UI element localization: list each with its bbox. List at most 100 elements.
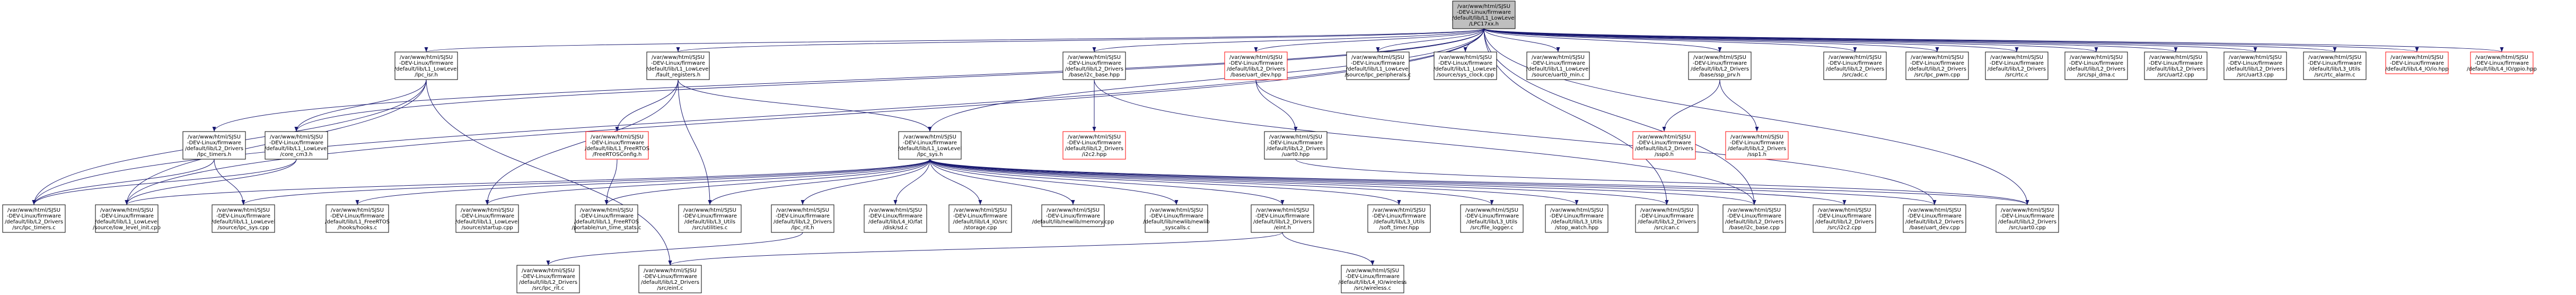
node-label-line: /default/lib/L4_IO/io.hpp [2385, 66, 2448, 72]
node-i2c2_hpp[interactable]: /var/www/html/SJSU-DEV-Linux/firmware/de… [1062, 131, 1126, 160]
edge-lpc_sys_h-to-file_logger_c [929, 159, 1492, 205]
node-label-line: -DEV-Linux/firmware [1531, 60, 1585, 66]
node-box [948, 204, 1012, 233]
node-fault_registers_h[interactable]: /var/www/html/SJSU-DEV-Linux/firmware/de… [646, 51, 710, 80]
node-box [516, 265, 580, 293]
node-lpc_timers_h[interactable]: /var/www/html/SJSU-DEV-Linux/firmware/de… [182, 131, 246, 160]
node-box [326, 204, 389, 233]
node-newlib_syscalls_c[interactable]: /var/www/html/SJSU-DEV-Linux/firmware/de… [1143, 204, 1210, 233]
node-label-line: -DEV-Linux/firmware [399, 60, 453, 66]
node-run_time_stats_c[interactable]: /var/www/html/SJSU-DEV-Linux/firmware/de… [572, 204, 641, 233]
node-rtc_alarm_c[interactable]: /var/www/html/SJSU-DEV-Linux/firmware/de… [2303, 51, 2367, 80]
node-label-line: /default/lib/L2_Drivers [1815, 219, 1874, 225]
node-eint_h[interactable]: /var/www/html/SJSU-DEV-Linux/firmware/de… [1251, 204, 1314, 233]
node-uart0_hpp[interactable]: /var/www/html/SJSU-DEV-Linux/firmware/de… [1264, 131, 1327, 160]
node-label-line: /default/lib/newlib/memory.cpp [1032, 219, 1114, 225]
node-label-line: /var/www/html/SJSU [580, 207, 633, 213]
edge-root-to-lpc_peripherals_c [1377, 28, 1484, 53]
node-lpc_isr_h[interactable]: /var/www/html/SJSU-DEV-Linux/firmware/de… [394, 51, 458, 80]
node-label-line: /src/uart3.cpp [2237, 72, 2274, 78]
edge-root-to-lpc_pwm_cpp [1483, 28, 1938, 53]
node-storage_cpp[interactable]: /var/www/html/SJSU-DEV-Linux/firmware/de… [948, 204, 1012, 233]
node-l4_i2dev_h[interactable]: /var/www/html/SJSU-DEV-Linux/firmware/de… [2385, 51, 2449, 74]
node-label-line: /lpc_isr.h [415, 72, 438, 78]
node-label-line: -DEV-Linux/firmware [216, 213, 270, 219]
node-label-line: /default/lib/L1_FreeRTOS [325, 219, 390, 225]
node-soft_timer_hpp[interactable]: /var/www/html/SJSU-DEV-Linux/firmware/de… [1367, 204, 1431, 233]
node-label-line: /ssp1.h [1747, 152, 1766, 158]
node-startup_cpp[interactable]: /var/www/html/SJSU-DEV-Linux/firmware/de… [455, 204, 519, 233]
node-stop_watch_hpp[interactable]: /var/www/html/SJSU-DEV-Linux/firmware/de… [1545, 204, 1608, 233]
node-label-line: /var/www/html/SJSU [1047, 207, 1100, 213]
node-label-line: /default/lib/L2_Drivers [773, 219, 832, 225]
edge-arrowhead [2500, 47, 2504, 52]
node-uart0_cpp[interactable]: /var/www/html/SJSU-DEV-Linux/firmware/de… [1995, 204, 2059, 233]
edge-fault_registers_h-to-lpc_sys_h [678, 79, 930, 132]
node-file_logger_c[interactable]: /var/www/html/SJSU-DEV-Linux/firmware/de… [1460, 204, 1524, 233]
node-label-line: /src/adc.c [1842, 72, 1868, 78]
node-i2c2_cpp[interactable]: /var/www/html/SJSU-DEV-Linux/firmware/de… [1813, 204, 1876, 233]
node-label-line: /var/www/html/SJSU [1828, 55, 1882, 60]
node-lpc_peripherals_c[interactable]: /var/www/html/SJSU-DEV-Linux/firmware/de… [1345, 51, 1411, 80]
edge-lpc_sys_h-to-fat_disk_sd_c [895, 159, 930, 205]
node-box [2303, 51, 2367, 80]
node-box [638, 265, 702, 293]
edge-lpc_sys_h-to-storage_cpp [929, 159, 981, 205]
node-low_level_init_cpp[interactable]: /var/www/html/SJSU-DEV-Linux/firmware/de… [93, 204, 161, 233]
node-label-line: /var/www/html/SJSU [1640, 207, 1693, 213]
edge-arrowhead [668, 261, 672, 265]
node-uart3_cpp[interactable]: /var/www/html/SJSU-DEV-Linux/firmware/de… [2223, 51, 2287, 80]
node-newlib_memory_cpp[interactable]: /var/www/html/SJSU-DEV-Linux/firmware/de… [1032, 204, 1114, 227]
node-fat_disk_sd_c[interactable]: /var/www/html/SJSU-DEV-Linux/firmware/de… [864, 204, 927, 233]
edge-lpc_sys_h-to-lpc_rit_h [802, 159, 930, 205]
node-label-line: -DEV-Linux/firmware [1828, 60, 1882, 66]
node-root[interactable]: /var/www/html/SJSU-DEV-Linux/firmware/de… [1452, 1, 1516, 29]
edge-lpc_timers_h-to-lpc_sys_cpp [214, 159, 244, 205]
node-can_c[interactable]: /var/www/html/SJSU-DEV-Linux/firmware/de… [1635, 204, 1699, 233]
node-sys_clock_cpp[interactable]: /var/www/html/SJSU-DEV-Linux/firmware/de… [1434, 51, 1497, 80]
node-core_cm3_h[interactable]: /var/www/html/SJSU-DEV-Linux/firmware/de… [265, 131, 328, 160]
node-lpc_sys_cpp[interactable]: /var/www/html/SJSU-DEV-Linux/firmware/de… [212, 204, 275, 233]
node-ssp1_h[interactable]: /var/www/html/SJSU-DEV-Linux/firmware/de… [1725, 131, 1789, 160]
node-utilities_c[interactable]: /var/www/html/SJSU-DEV-Linux/firmware/de… [678, 204, 742, 233]
node-label-line: -DEV-Linux/firmware [1438, 60, 1492, 66]
node-ssp0_h[interactable]: /var/www/html/SJSU-DEV-Linux/firmware/de… [1632, 131, 1696, 160]
node-rtc_c[interactable]: /var/www/html/SJSU-DEV-Linux/firmware/de… [1985, 51, 2049, 80]
node-label-line: -DEV-Linux/firmware [903, 140, 957, 146]
node-lpc_pwm_cpp[interactable]: /var/www/html/SJSU-DEV-Linux/firmware/de… [1905, 51, 1969, 80]
node-uart2_cpp[interactable]: /var/www/html/SJSU-DEV-Linux/firmware/de… [2144, 51, 2208, 80]
node-ssp_prv_h[interactable]: /var/www/html/SJSU-DEV-Linux/firmware/de… [1688, 51, 1752, 80]
node-freertosconfig_h[interactable]: /var/www/html/SJSU-DEV-Linux/firmware/de… [585, 131, 649, 160]
node-l4_i2cgpio_hpp[interactable]: /var/www/html/SJSU-DEV-Linux/firmware/de… [2467, 51, 2537, 74]
node-adc_c[interactable]: /var/www/html/SJSU-DEV-Linux/firmware/de… [1823, 51, 1887, 80]
node-wireless_c[interactable]: /var/www/html/SJSU-DEV-Linux/firmware/de… [1339, 265, 1407, 293]
node-lpc_timers_c[interactable]: /var/www/html/SJSU-DEV-Linux/firmware/de… [2, 204, 66, 233]
node-uart_dev_hpp[interactable]: /var/www/html/SJSU-DEV-Linux/firmware/de… [1224, 51, 1288, 80]
edge-i2c_base_hpp-to-i2c_base_cpp [1094, 79, 1755, 205]
node-eint_c[interactable]: /var/www/html/SJSU-DEV-Linux/firmware/de… [638, 265, 702, 293]
node-uart0_min_c[interactable]: /var/www/html/SJSU-DEV-Linux/firmware/de… [1526, 51, 1590, 80]
node-lpc_rit_h[interactable]: /var/www/html/SJSU-DEV-Linux/firmware/de… [771, 204, 834, 233]
node-label-line: /src/can.c [1654, 225, 1680, 231]
node-label-line: /default/lib/L2_Drivers [1691, 66, 1749, 72]
node-box [1224, 51, 1288, 80]
node-box [1688, 51, 1752, 80]
node-i2c_base_hpp[interactable]: /var/www/html/SJSU-DEV-Linux/firmware/de… [1062, 51, 1126, 80]
edge-arrowhead [546, 261, 550, 265]
edge-core_cm3_h-to-lpc_timers_c [33, 159, 297, 205]
node-label-line: /var/www/html/SJSU [217, 207, 270, 213]
node-box [1905, 51, 1969, 80]
edge-arrowhead [1071, 200, 1075, 205]
node-spi_dma_c[interactable]: /var/www/html/SJSU-DEV-Linux/firmware/de… [2064, 51, 2128, 80]
node-label-line: /default/lib/L2_Drivers [5, 219, 63, 225]
node-lpc_rit_c[interactable]: /var/www/html/SJSU-DEV-Linux/firmware/de… [516, 265, 580, 293]
edge-lpc_isr_h-to-core_cm3_h [296, 79, 427, 132]
node-freertos_hooks_c[interactable]: /var/www/html/SJSU-DEV-Linux/firmware/de… [325, 204, 390, 233]
node-label-line: /default/lib/L2_Drivers [1065, 146, 1123, 152]
edge-root-to-lpc_sys_h [929, 28, 1484, 132]
node-lpc_sys_h[interactable]: /var/www/html/SJSU-DEV-Linux/firmware/de… [898, 131, 962, 160]
node-uart_dev_cpp[interactable]: /var/www/html/SJSU-DEV-Linux/firmware/de… [1903, 204, 1966, 233]
node-box [1903, 204, 1966, 233]
node-label-line: -DEV-Linux/firmware [590, 140, 644, 146]
node-i2c_base_cpp[interactable]: /var/www/html/SJSU-DEV-Linux/firmware/de… [1722, 204, 1786, 233]
